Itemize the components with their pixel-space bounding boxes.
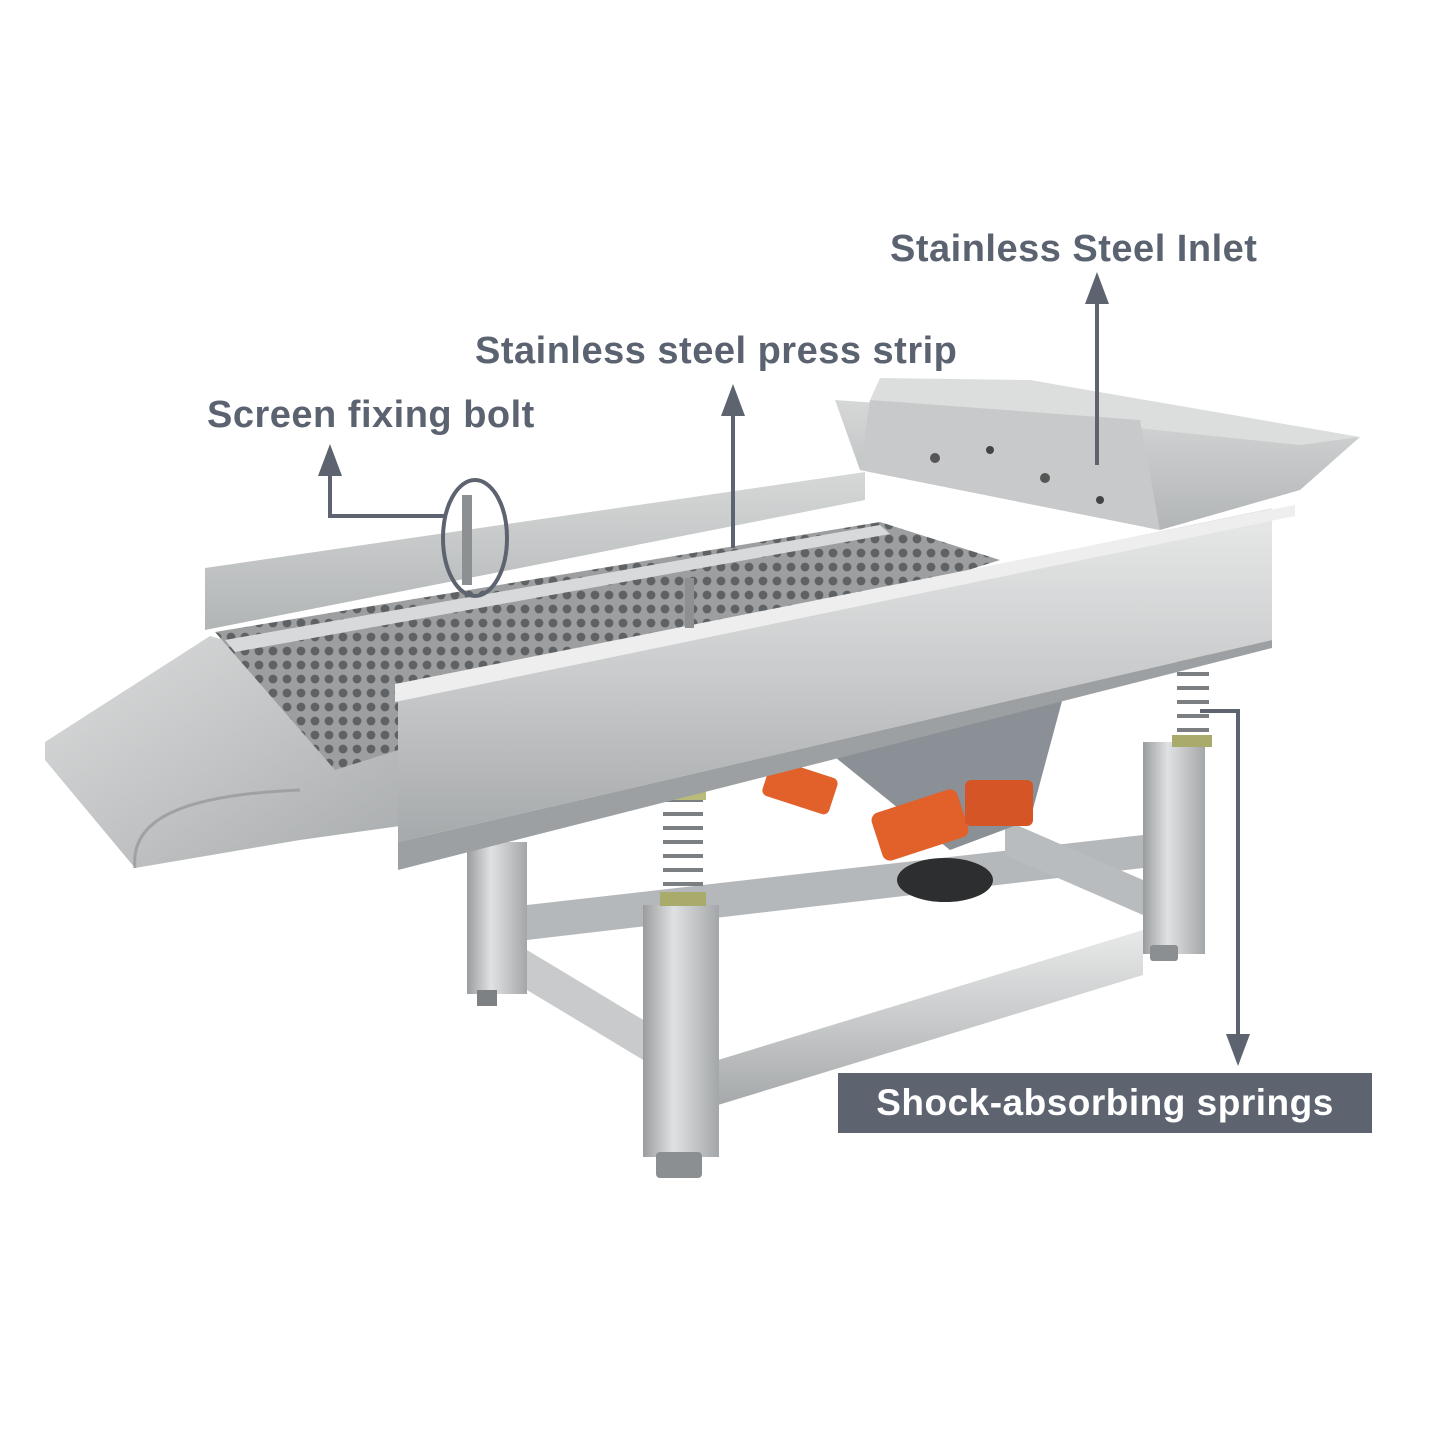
motor-cable <box>897 858 993 902</box>
press-strip-arrow <box>721 384 745 548</box>
back-right-leg <box>1143 742 1205 954</box>
screen-fixing-bolt-2 <box>685 578 694 628</box>
front-crossbar <box>718 930 1143 1105</box>
inlet-label: Stainless Steel Inlet <box>890 228 1258 270</box>
press-strip <box>225 525 890 652</box>
springs-label: Shock-absorbing springs <box>838 1073 1372 1133</box>
center-motor <box>871 789 969 861</box>
screen-fixing-bolt <box>462 495 472 585</box>
hopper-rim <box>870 378 1360 445</box>
springs-arrow <box>1200 709 1250 1066</box>
inlet-arrow <box>1085 272 1109 465</box>
front-left-foot <box>656 1152 702 1178</box>
left-crossbar <box>527 950 660 1070</box>
front-left-leg <box>643 905 719 1157</box>
back-right-foot <box>1150 945 1178 961</box>
fixing-bolt-label: Screen fixing bolt <box>207 394 535 436</box>
vibration-motors <box>762 690 1065 902</box>
callout-arrows <box>318 272 1250 1066</box>
fixing-bolt-arrow <box>318 444 445 518</box>
hopper-front-plate <box>860 400 1160 530</box>
front-lip <box>395 505 1295 702</box>
front-wall <box>398 508 1272 842</box>
support-frame <box>467 742 1205 1178</box>
right-motor <box>965 780 1033 826</box>
screen-box <box>205 472 1295 870</box>
fixing-bolts <box>462 495 694 628</box>
left-motor <box>762 759 838 815</box>
right-crossbar <box>1005 820 1143 915</box>
bolt-highlight-ring <box>441 478 509 598</box>
back-left-leg <box>467 842 527 994</box>
rear-wall <box>205 472 865 630</box>
press-strip-label: Stainless steel press strip <box>475 330 958 372</box>
